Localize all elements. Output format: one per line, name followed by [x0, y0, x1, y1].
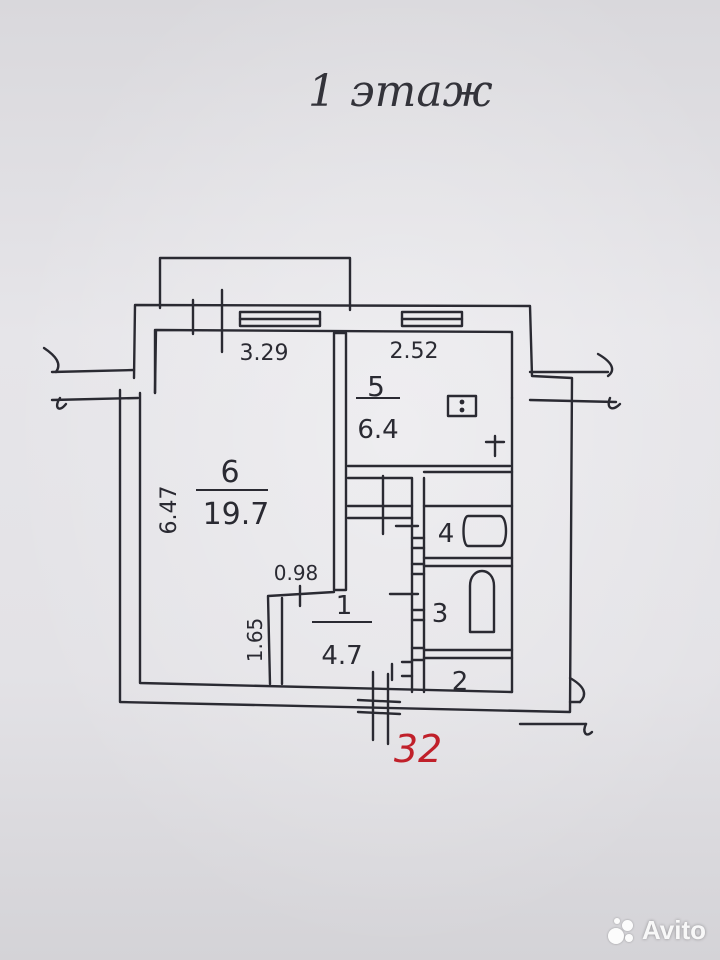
dim-hall-width: 0.98 — [274, 561, 319, 585]
room4-walls — [422, 504, 514, 568]
dim-room6-length: 6.47 — [157, 486, 182, 535]
room-6-number: 6 — [220, 455, 239, 490]
bottom-wall-stub — [518, 700, 588, 726]
entrance-door — [356, 698, 402, 716]
unit-number: 32 — [394, 727, 442, 771]
room-3-number: 3 — [432, 599, 449, 629]
bathtub-icon — [468, 569, 496, 634]
dim-room5-width: 2.52 — [390, 339, 439, 364]
room-5-area: 6.4 — [357, 415, 398, 445]
left-wall-stub — [50, 368, 140, 402]
dim-room6-width: 3.29 — [240, 341, 289, 366]
room2-walls — [422, 648, 514, 660]
avito-watermark: Avito — [606, 915, 706, 946]
avito-watermark-text: Avito — [641, 915, 706, 945]
room-2-number: 2 — [452, 667, 469, 697]
room-6-area: 19.7 — [203, 497, 270, 532]
outer-wall-outer — [118, 303, 574, 714]
kitchen-sink-icon — [484, 434, 506, 458]
right-wall-stub — [528, 370, 618, 404]
room-5-number: 5 — [367, 370, 385, 403]
balcony — [158, 256, 352, 312]
room-1-number: 1 — [336, 591, 353, 621]
room-1-area: 4.7 — [321, 641, 362, 671]
avito-logo-icon — [606, 916, 636, 946]
sink-icon — [462, 514, 508, 548]
room-4-number: 4 — [438, 519, 455, 549]
dim-hall-length: 1.65 — [243, 618, 267, 663]
stove-icon — [446, 394, 478, 418]
floor-title: 1 этаж — [308, 66, 493, 117]
partition-6-5 — [332, 331, 348, 592]
